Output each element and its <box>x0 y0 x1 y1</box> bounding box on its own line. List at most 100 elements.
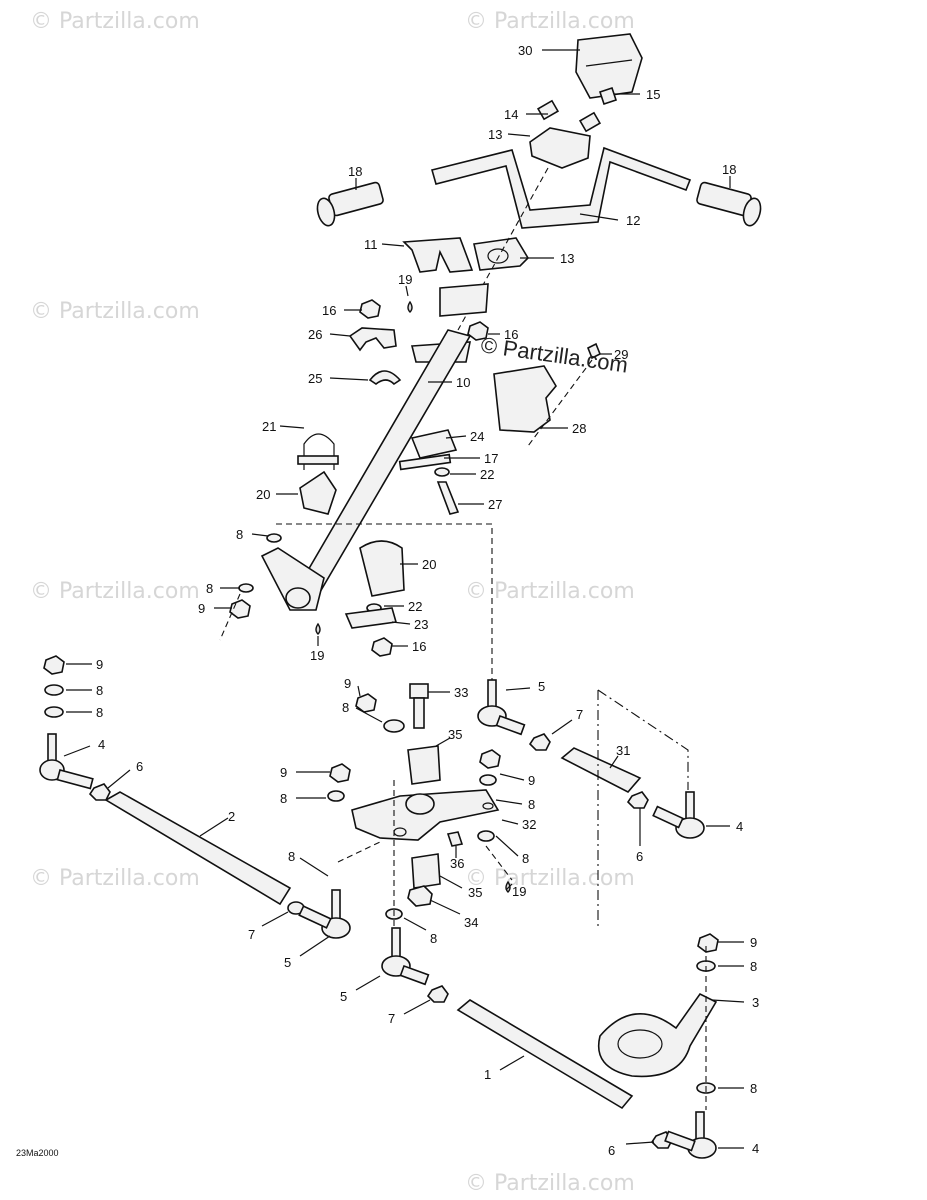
nut-7b <box>528 733 551 751</box>
plate-28 <box>493 365 557 433</box>
upper-clamp <box>529 127 591 169</box>
washer-8a <box>266 533 282 543</box>
callout-9-center: 9 <box>344 676 351 691</box>
nut-6a <box>88 783 111 801</box>
nut-9f <box>697 933 719 953</box>
callout-7-left: 7 <box>248 927 255 942</box>
callout-8-lower-left: 8 <box>288 849 295 864</box>
arm-boss <box>285 587 311 609</box>
callout-8-right-2: 8 <box>750 1081 757 1096</box>
callout-34: 34 <box>464 915 478 930</box>
column-plate <box>439 283 489 317</box>
watermark-4: © Partzilla.com <box>30 579 200 604</box>
nut-16a <box>359 299 381 319</box>
callout-19-lower: 19 <box>512 884 526 899</box>
callout-29: 29 <box>614 347 628 362</box>
leader-lines <box>63 49 745 1149</box>
watermark-8: © Partzilla.com <box>465 1171 635 1196</box>
callout-8-right-1: 8 <box>750 959 757 974</box>
tie-rod-2 <box>104 791 292 906</box>
bracket <box>402 237 474 273</box>
callout-20-upper: 20 <box>256 487 270 502</box>
washer-8d <box>44 706 64 718</box>
callout-9-left: 9 <box>96 657 103 672</box>
callout-5-top: 5 <box>538 679 545 694</box>
block-20a <box>299 470 337 515</box>
callout-19-top: 19 <box>398 272 412 287</box>
nut-7c <box>426 985 449 1003</box>
callout-35-lower: 35 <box>468 885 482 900</box>
tie-rod-1 <box>456 999 634 1110</box>
u-bolt-plate <box>297 455 339 465</box>
callout-8-arm: 8 <box>206 581 213 596</box>
callout-33: 33 <box>454 685 468 700</box>
washer-8f <box>327 790 345 802</box>
brand-text: © Partzilla.com <box>479 332 629 377</box>
callout-19-mid: 19 <box>310 648 324 663</box>
callout-8-center: 8 <box>342 700 349 715</box>
callout-5-left: 5 <box>284 955 291 970</box>
watermark-7: © Partzilla.com <box>465 866 635 891</box>
callout-28: 28 <box>572 421 586 436</box>
callout-6-bottom: 6 <box>608 1143 615 1158</box>
ball-joint-5c <box>381 927 430 986</box>
u-bolt <box>303 433 335 470</box>
callout-8-pivot-right: 8 <box>528 797 535 812</box>
plate-2 <box>578 111 602 133</box>
screw-36 <box>446 831 464 847</box>
callout-16-lower: 16 <box>412 639 426 654</box>
watermark-6: © Partzilla.com <box>30 866 200 891</box>
callout-8-pivot-lower: 8 <box>522 851 529 866</box>
callout-6-right: 6 <box>636 849 643 864</box>
nut-9b <box>43 655 65 675</box>
ball-joint-5a <box>298 889 351 939</box>
callout-4-right: 4 <box>736 819 743 834</box>
callout-16-left: 16 <box>322 303 336 318</box>
nut-16c <box>371 637 393 657</box>
callouts: 30 15 14 13 18 18 12 11 13 19 16 16 29 2… <box>96 43 759 1158</box>
washer-22a <box>434 467 450 477</box>
bushing-26 <box>348 327 397 352</box>
nut-16b <box>467 321 489 341</box>
bushing-24 <box>410 429 458 459</box>
callout-13-upper: 13 <box>488 127 502 142</box>
nut-6b <box>626 791 649 809</box>
callout-22-lower: 22 <box>408 599 422 614</box>
callout-26: 26 <box>308 327 322 342</box>
callout-8-arm-top: 8 <box>236 527 243 542</box>
callout-17: 17 <box>484 451 498 466</box>
clamp-cover <box>575 33 643 99</box>
callout-25: 25 <box>308 371 322 386</box>
plate-1 <box>536 99 560 121</box>
bushing-35a <box>407 745 441 785</box>
callout-32: 32 <box>522 817 536 832</box>
nut-9a <box>229 599 251 619</box>
plate-23 <box>344 607 398 629</box>
callout-12: 12 <box>626 213 640 228</box>
callout-8-pivot: 8 <box>280 791 287 806</box>
bushing-25 <box>368 370 402 386</box>
callout-35-upper: 35 <box>448 727 462 742</box>
ball-joint-4b <box>652 791 705 839</box>
callout-20-lower: 20 <box>422 557 436 572</box>
ball-joint-4c <box>664 1111 717 1159</box>
ball-joint-4a <box>39 733 94 790</box>
callout-36: 36 <box>450 856 464 871</box>
callout-8-left-1: 8 <box>96 683 103 698</box>
callout-13-lower: 13 <box>560 251 574 266</box>
washer-8c <box>44 684 64 696</box>
callout-30: 30 <box>518 43 532 58</box>
callout-7-lower: 7 <box>388 1011 395 1026</box>
callout-16-right: 16 <box>504 327 518 342</box>
nut-9e <box>479 749 501 769</box>
callout-2: 2 <box>228 809 235 824</box>
diagram-code: 23Ma2000 <box>16 1148 59 1158</box>
pivot-arm-32 <box>351 789 500 841</box>
watermark-1: © Partzilla.com <box>30 9 200 34</box>
nut-9c <box>355 693 377 713</box>
washer-8g <box>479 774 497 786</box>
callout-23: 23 <box>414 617 428 632</box>
callout-18-left: 18 <box>348 164 362 179</box>
washer-8b <box>238 583 254 593</box>
